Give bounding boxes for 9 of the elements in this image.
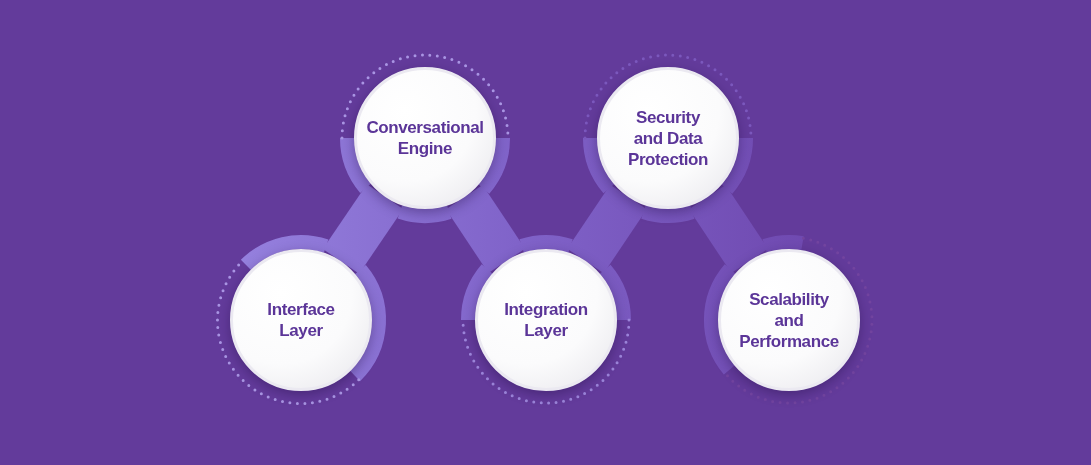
step-label: Conversational Engine [365,117,485,159]
step-label: Interface Layer [266,299,336,341]
step-label: Security and Data Protection [626,106,710,170]
connector-band [567,184,647,274]
step-label: Integration Layer [503,299,589,341]
connector-band [446,184,525,274]
connector-band [689,184,768,274]
connector-band [322,184,404,274]
step-label: Scalability and Performance [738,288,840,352]
